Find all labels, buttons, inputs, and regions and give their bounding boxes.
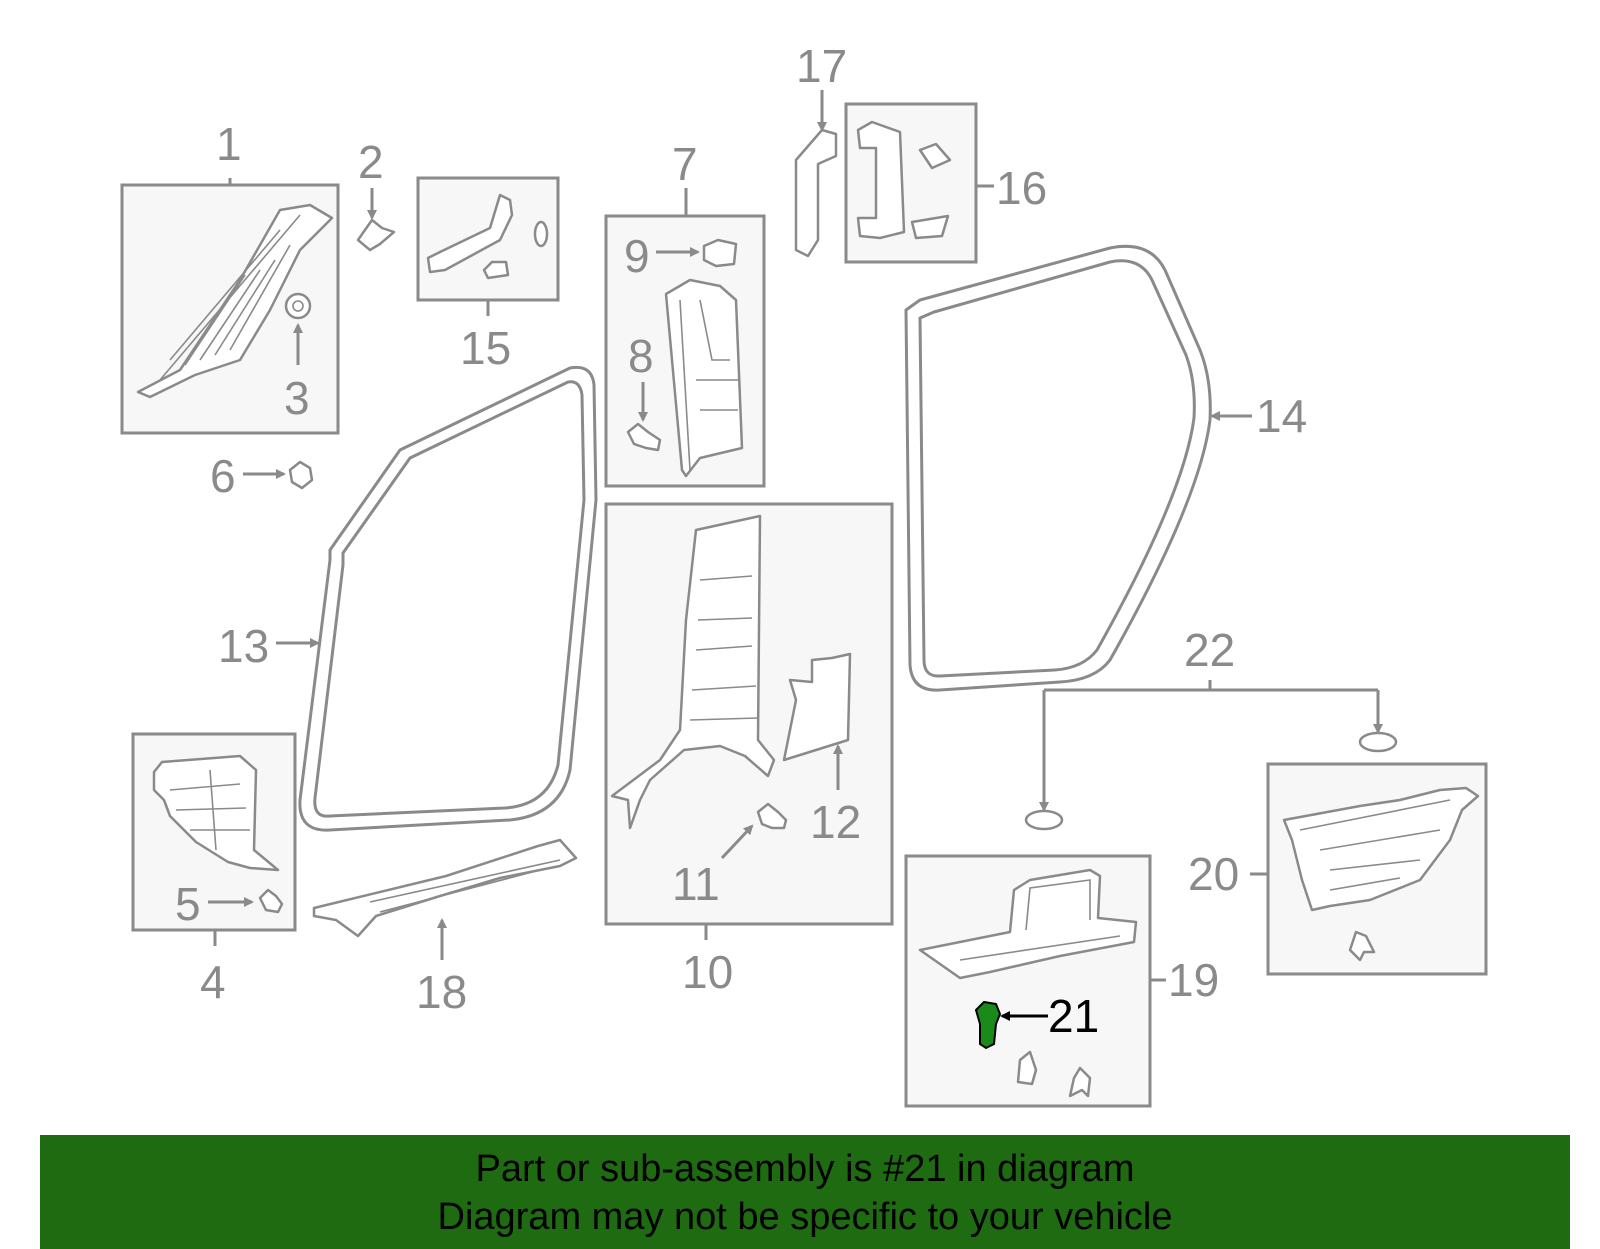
nut-6-part: [288, 460, 314, 490]
bolt-21-part: [974, 1000, 1002, 1050]
door-seal-13-part: [298, 365, 598, 832]
a-pillar-trim-part: [136, 203, 334, 399]
step-trim-19-part: [918, 868, 1138, 980]
b-pillar-lower-trim-part: [610, 514, 776, 830]
info-banner: Part or sub-assembly is #21 in diagram D…: [40, 1135, 1570, 1249]
callout-12: 12: [810, 796, 861, 848]
callout-16: 16: [996, 162, 1047, 214]
b-pillar-upper-trim-part: [664, 278, 744, 478]
grab-handle-part: [426, 193, 514, 274]
callout-8: 8: [628, 330, 654, 382]
part-group-19: [904, 854, 1166, 1108]
callout-labels: 1 2 3 4 5 6 7 8 9 10 11 12 13 14 15 16 1…: [175, 40, 1307, 1042]
grommet-part: [1358, 731, 1398, 753]
part-group-16: [794, 90, 994, 264]
callout-18: 18: [416, 966, 467, 1018]
clip-11-part: [756, 802, 788, 830]
console-panel-part: [1282, 786, 1480, 912]
clip-8-part: [626, 422, 662, 452]
callout-9: 9: [624, 230, 650, 282]
callout-2: 2: [358, 136, 384, 188]
banner-line-2: Diagram may not be specific to your vehi…: [437, 1196, 1173, 1238]
clip-2-part: [356, 218, 396, 252]
callout-1: 1: [216, 118, 242, 170]
callout-15: 15: [460, 322, 511, 374]
callout-13: 13: [218, 620, 269, 672]
kick-panel-part: [152, 754, 280, 872]
callout-3: 3: [284, 372, 310, 424]
clip-9-part: [702, 238, 738, 268]
door-seal-14-part: [904, 244, 1212, 692]
grommet-part: [1024, 809, 1064, 831]
scuff-plate-18-part: [312, 838, 578, 938]
part-group-20: [1250, 762, 1488, 976]
callout-10: 10: [682, 946, 733, 998]
highlighted-part-21: [974, 1000, 1048, 1050]
callout-17: 17: [796, 40, 847, 92]
callout-21-highlighted: 21: [1048, 990, 1099, 1042]
clip-5-part: [258, 888, 284, 914]
callout-19: 19: [1168, 954, 1219, 1006]
callout-6: 6: [210, 450, 236, 502]
callout-14: 14: [1256, 390, 1307, 442]
trim-12-part: [782, 652, 852, 762]
part-group-1: [120, 178, 340, 435]
part-group-22: [1024, 680, 1398, 831]
part-group-10: [604, 502, 894, 940]
callout-11: 11: [672, 858, 720, 910]
clip-3-part: [284, 292, 312, 320]
handle-16-part: [856, 120, 906, 240]
callout-20: 20: [1188, 848, 1239, 900]
bracket-17-part: [794, 128, 838, 258]
callout-22: 22: [1184, 624, 1235, 676]
callout-7: 7: [672, 138, 698, 190]
banner-line-1: Part or sub-assembly is #21 in diagram: [475, 1148, 1135, 1190]
part-group-7: [604, 188, 766, 488]
part-group-4: [131, 732, 297, 946]
callout-4: 4: [200, 956, 226, 1008]
part-group-15: [416, 176, 560, 316]
callout-5: 5: [175, 878, 201, 930]
